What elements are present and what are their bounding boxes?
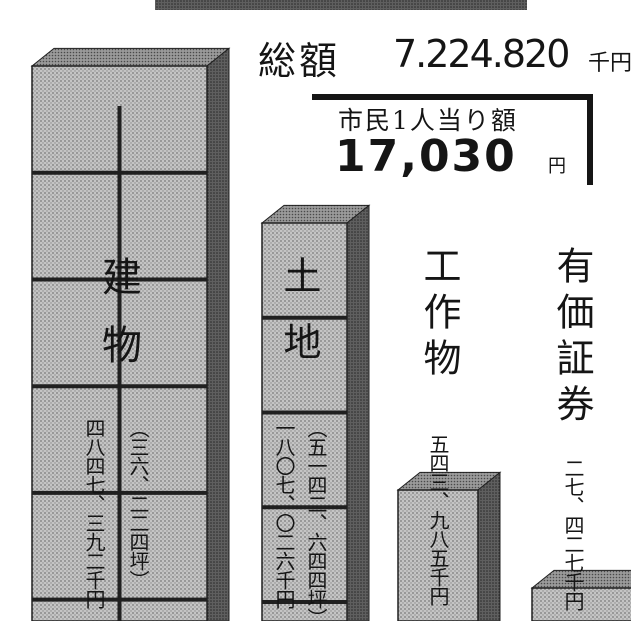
bar-front-land [261, 222, 348, 621]
total-value: 7.224.820 [393, 32, 570, 76]
bar-side-structures [477, 471, 501, 621]
bar-front-structures [397, 489, 479, 621]
bar-buildings [30, 47, 231, 621]
area-label-land: （五一四二、六四四坪） [304, 418, 328, 621]
bar-side-land [346, 204, 370, 621]
per-capita-value: 17,030 [335, 131, 517, 182]
area-label-buildings: （三六、二二四坪） [126, 418, 150, 589]
value-label-land: 一八〇七、〇二六千円 [272, 418, 296, 608]
top-edge-graphic [155, 0, 527, 10]
category-label-land: 土地 [277, 256, 321, 388]
value-label-securities: 二七、四二七千円 [561, 458, 585, 610]
bar-top-buildings [30, 47, 231, 67]
category-label-buildings: 建物 [95, 256, 141, 392]
per-capita-label: 市民1人当り額 [338, 106, 518, 135]
bar-structures [396, 471, 502, 621]
bar-land [260, 204, 371, 621]
value-label-buildings: 四八四七、三九二千円 [82, 418, 106, 608]
total-unit: 千円 [588, 51, 631, 76]
total-label: 総額 [258, 39, 341, 83]
per-capita-unit: 円 [548, 156, 566, 177]
category-label-structures: 工作物 [417, 246, 461, 384]
bar-side-buildings [206, 47, 230, 621]
bar-securities [530, 569, 631, 621]
bar-front-securities [531, 587, 631, 621]
per-capita-box [312, 94, 593, 185]
value-label-structures: 五四三、九八五千円 [426, 434, 450, 605]
category-label-securities: 有価証券 [550, 246, 594, 430]
